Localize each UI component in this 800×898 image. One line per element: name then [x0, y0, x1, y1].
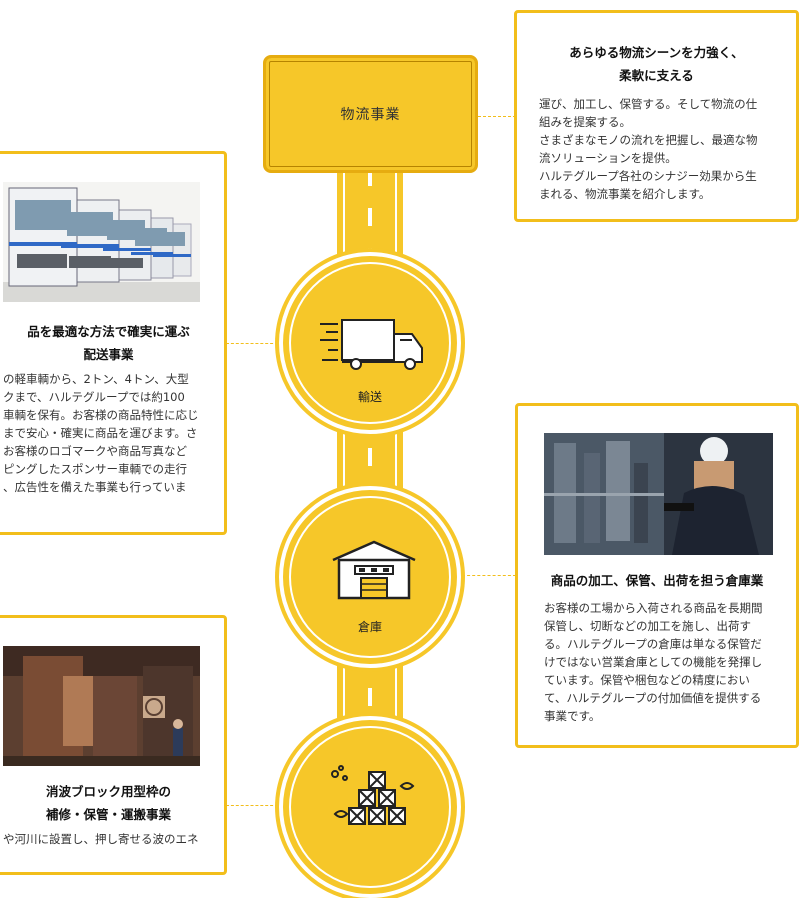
connector-line — [226, 343, 278, 344]
transport-text-line: お客様のロゴマークや商品写真など — [3, 444, 187, 458]
intro-text-line: さまざまなモノの流れを把握し、最適な物 — [539, 133, 758, 147]
warehouse-text-line: けではない営業倉庫としての機能を発揮し — [544, 655, 763, 669]
blocks-circle[interactable] — [279, 716, 461, 898]
warehouse-label: 倉庫 — [357, 620, 382, 634]
transport-text-line: の軽車輌から、2トン、4トン、大型 — [3, 372, 189, 386]
warehouse-circle[interactable]: 倉庫 — [279, 486, 461, 668]
warehouse-text-line: 保管し、切断などの加工を施し、出荷す — [544, 619, 751, 633]
connector-line — [462, 575, 516, 576]
intro-text-line: 運び、加工し、保管する。そして物流の仕 — [539, 97, 758, 111]
blocks-card: 消波ブロック用型枠の 補修・保管・運搬事業 や河川に設置し、押し寄せる波のエネ — [0, 615, 227, 875]
transport-text-line: 、広告性を備えた事業も行っていま — [3, 480, 187, 494]
transport-text-line: クまで、ハルテグループでは約100 — [3, 390, 185, 404]
blocks-heading-line1: 消波ブロック用型枠の — [45, 784, 171, 799]
warehouse-text-line: お客様の工場から入荷される商品を長期間 — [544, 601, 763, 615]
blocks-heading-line2: 補修・保管・運搬事業 — [45, 807, 171, 822]
intro-text-line: ハルテグループ各社のシナジー効果から生 — [539, 169, 757, 183]
transport-heading-line2: 配送事業 — [83, 347, 134, 362]
transport-card: 品を最適な方法で確実に運ぶ 配送事業 の軽車輌から、2トン、4トン、大型 クまで… — [0, 151, 227, 535]
logistics-title-box: 物流事業 — [263, 55, 478, 173]
warehouse-icon — [332, 540, 416, 600]
transport-text-line: 車輌を保有。お客様の商品特性に応じ — [3, 408, 199, 422]
blocks-text-line: や河川に設置し、押し寄せる波のエネ — [3, 832, 199, 846]
warehouse-text-line: ています。保管や梱包などの精度におい — [544, 673, 750, 687]
warehouse-text-line: る。ハルテグループの倉庫は単なる保管だ — [544, 637, 762, 651]
intro-heading-line1: あらゆる物流シーンを力強く、 — [569, 45, 744, 60]
truck-icon — [320, 319, 423, 370]
page-title: 物流事業 — [340, 107, 401, 123]
connector-line — [226, 805, 278, 806]
transport-circle[interactable]: 輸送 — [279, 252, 461, 434]
warehouse-text-line: て、ハルテグループの付加価値を提供する — [544, 691, 762, 705]
warehouse-worker-photo — [544, 433, 773, 555]
transport-text-line: まで安心・確実に商品を運びます。さ — [3, 426, 198, 440]
truck-fleet-photo — [3, 182, 200, 302]
intro-heading-line2: 柔軟に支える — [619, 68, 694, 83]
blocks-icon — [331, 765, 415, 825]
transport-label: 輸送 — [357, 390, 382, 404]
transport-heading-line1: 品を最適な方法で確実に運ぶ — [27, 324, 190, 339]
transport-text-line: ピングしたスポンサー車輌での走行 — [3, 462, 187, 476]
warehouse-heading: 商品の加工、保管、出荷を担う倉庫業 — [550, 573, 764, 588]
formwork-photo — [3, 646, 200, 766]
intro-text-line: 組みを提案する。 — [539, 115, 631, 129]
warehouse-text-line: 事業です。 — [544, 709, 601, 723]
warehouse-card: 商品の加工、保管、出荷を担う倉庫業 お客様の工場から入荷される商品を長期間 保管… — [515, 403, 799, 748]
connector-line — [478, 116, 516, 117]
intro-text-line: 流ソリューションを提供。 — [539, 151, 677, 165]
intro-text-line: まれる、物流事業を紹介します。 — [539, 187, 711, 201]
intro-card: あらゆる物流シーンを力強く、 柔軟に支える 運び、加工し、保管する。そして物流の… — [514, 10, 799, 222]
